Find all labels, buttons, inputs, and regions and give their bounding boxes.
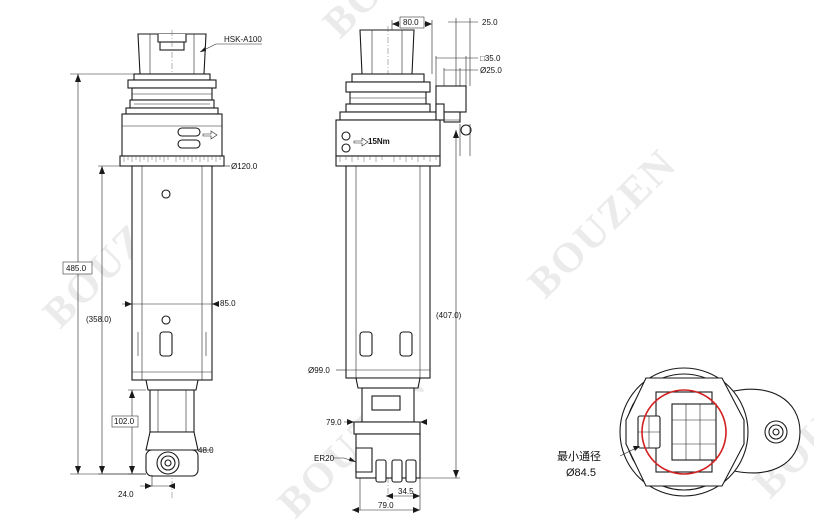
- label-collet: ER20: [314, 454, 335, 463]
- watermark-3: BOUZEN: [520, 141, 686, 307]
- dim-square: □35.0: [480, 54, 501, 63]
- label-torque: 15Nm: [368, 137, 390, 146]
- label-min-passage: 最小通径: [557, 450, 601, 463]
- bottom-view: 最小通径 Ø84.5: [557, 367, 801, 497]
- dim-side-length: (407.0): [436, 311, 462, 320]
- min-passage-circle: [641, 389, 727, 475]
- dim-width-34: 34.5: [398, 487, 414, 496]
- dim-body-diameter: Ø99.0: [308, 366, 330, 375]
- dim-body-length: (358.0): [86, 315, 112, 324]
- front-scale-ticks: [123, 156, 221, 162]
- dim-tip-offset: 24.0: [118, 490, 134, 499]
- front-view: HSK-A100 Ø120.0 485.0 (358.0) 85.0 102.0: [62, 30, 262, 500]
- dim-width-lower: 79.0: [378, 501, 394, 510]
- dim-lower-length: 102.0: [114, 417, 135, 426]
- dim-top-width: 80.0: [403, 18, 419, 27]
- dim-width-upper: 79.0: [326, 418, 342, 427]
- side-view: 15Nm: [308, 16, 502, 513]
- dim-body-width: 85.0: [220, 299, 236, 308]
- dim-arm-offset: 25.0: [482, 18, 498, 27]
- dim-total-length: 485.0: [66, 264, 87, 273]
- dim-pin-diameter: Ø25.0: [480, 66, 502, 75]
- label-min-passage-value: Ø84.5: [566, 467, 596, 479]
- side-scale-ticks: [339, 156, 437, 162]
- label-holder: HSK-A100: [224, 35, 262, 44]
- dim-flange-diameter: Ø120.0: [231, 162, 258, 171]
- dim-nose-width: 48.0: [198, 446, 214, 455]
